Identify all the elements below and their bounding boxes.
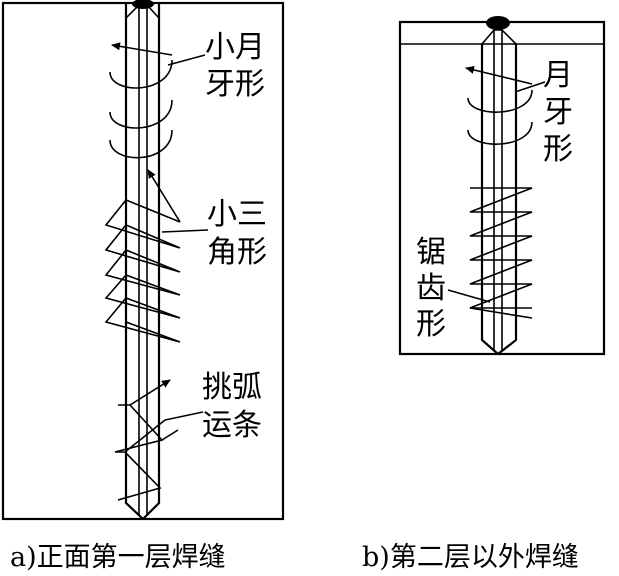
label-triangle-a-2: 角形 bbox=[207, 235, 267, 270]
leader-triangle-a bbox=[161, 229, 209, 233]
label-crescent-a-2: 牙形 bbox=[205, 67, 265, 102]
caption-a: a)正面第一层焊缝 bbox=[10, 542, 226, 573]
leader-crescent-b bbox=[514, 81, 546, 93]
label-crescent-b-3: 形 bbox=[543, 132, 573, 167]
weld-bead-a bbox=[132, 0, 154, 9]
label-sawtooth-b-2: 齿 bbox=[416, 271, 446, 306]
groove-b-top bbox=[481, 29, 517, 45]
groove-b-right bbox=[497, 44, 518, 355]
label-lift-a-1: 挑弧 bbox=[202, 370, 262, 405]
label-lift-a-2: 运条 bbox=[202, 408, 262, 443]
label-crescent-b-1: 月 bbox=[543, 58, 573, 93]
leader-crescent-a bbox=[167, 54, 206, 66]
lift-pattern-a bbox=[114, 379, 179, 501]
label-sawtooth-b-1: 锯 bbox=[416, 235, 446, 270]
sawtooth-pattern-b bbox=[469, 187, 533, 319]
groove-a-right bbox=[142, 3, 161, 520]
weld-bead-b bbox=[486, 16, 510, 30]
label-triangle-a-1: 小三 bbox=[207, 197, 267, 232]
groove-a-left bbox=[124, 3, 144, 520]
figure-b: 月 牙 形 锯 齿 形 bbox=[398, 16, 606, 356]
leader-lift-a bbox=[164, 411, 204, 421]
label-crescent-a-1: 小月 bbox=[205, 30, 265, 65]
leader-sawtooth-b bbox=[447, 289, 491, 303]
label-crescent-b-2: 牙 bbox=[543, 95, 573, 130]
label-sawtooth-b-3: 形 bbox=[416, 307, 446, 342]
crescent-pattern-b bbox=[465, 65, 533, 145]
caption-b: b)第二层以外焊缝 bbox=[362, 542, 579, 573]
crescent-pattern-a bbox=[109, 42, 173, 159]
triangle-pattern-a bbox=[104, 169, 181, 343]
figure-a: 小月 牙形 小三 角形 挑弧 运条 bbox=[1, 0, 285, 521]
